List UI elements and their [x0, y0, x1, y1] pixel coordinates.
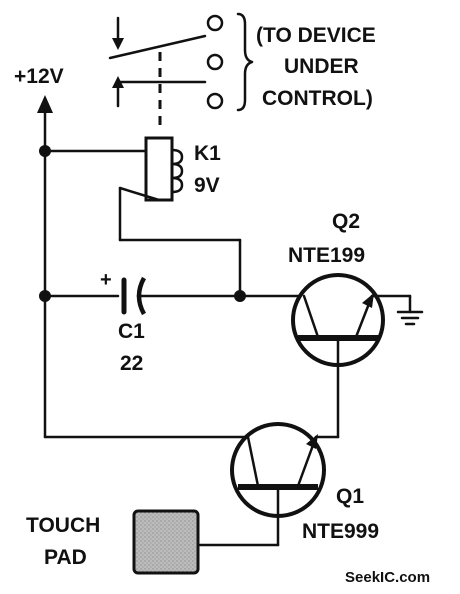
q2-ref-label: Q2 — [332, 210, 360, 233]
capacitor-c1 — [43, 276, 306, 316]
relay-contacts — [108, 12, 254, 130]
q1-ref-label: Q1 — [336, 485, 364, 508]
device-label-line2: UNDER — [284, 55, 359, 78]
supply-label: +12V — [14, 65, 64, 88]
relay-voltage-label: 9V — [194, 174, 220, 197]
supply-rail — [37, 95, 53, 439]
relay-coil — [43, 136, 242, 298]
relay-terminal — [206, 53, 224, 71]
device-brace — [236, 12, 254, 112]
touch-label-line2: PAD — [44, 546, 87, 569]
supply-arrow-icon — [37, 95, 53, 113]
capacitor-polarity-label: + — [100, 269, 112, 291]
watermark: SeekIC.com — [345, 569, 430, 586]
touch-pad — [132, 509, 200, 575]
capacitor-ref-label: C1 — [118, 320, 145, 343]
relay-ref-label: K1 — [194, 142, 221, 165]
relay-terminal — [206, 14, 224, 32]
touch-label-line1: TOUCH — [26, 514, 100, 537]
q2-part-label: NTE199 — [288, 244, 365, 267]
transistor-q2 — [291, 273, 424, 439]
device-label-line1: (TO DEVICE — [256, 24, 376, 47]
device-label-line3: CONTROL) — [262, 87, 373, 110]
relay-coil-body — [144, 136, 174, 202]
capacitor-value-label: 22 — [120, 352, 143, 375]
transistor-q1 — [198, 422, 340, 547]
q1-part-label: NTE999 — [302, 520, 379, 543]
relay-terminal — [206, 92, 224, 110]
